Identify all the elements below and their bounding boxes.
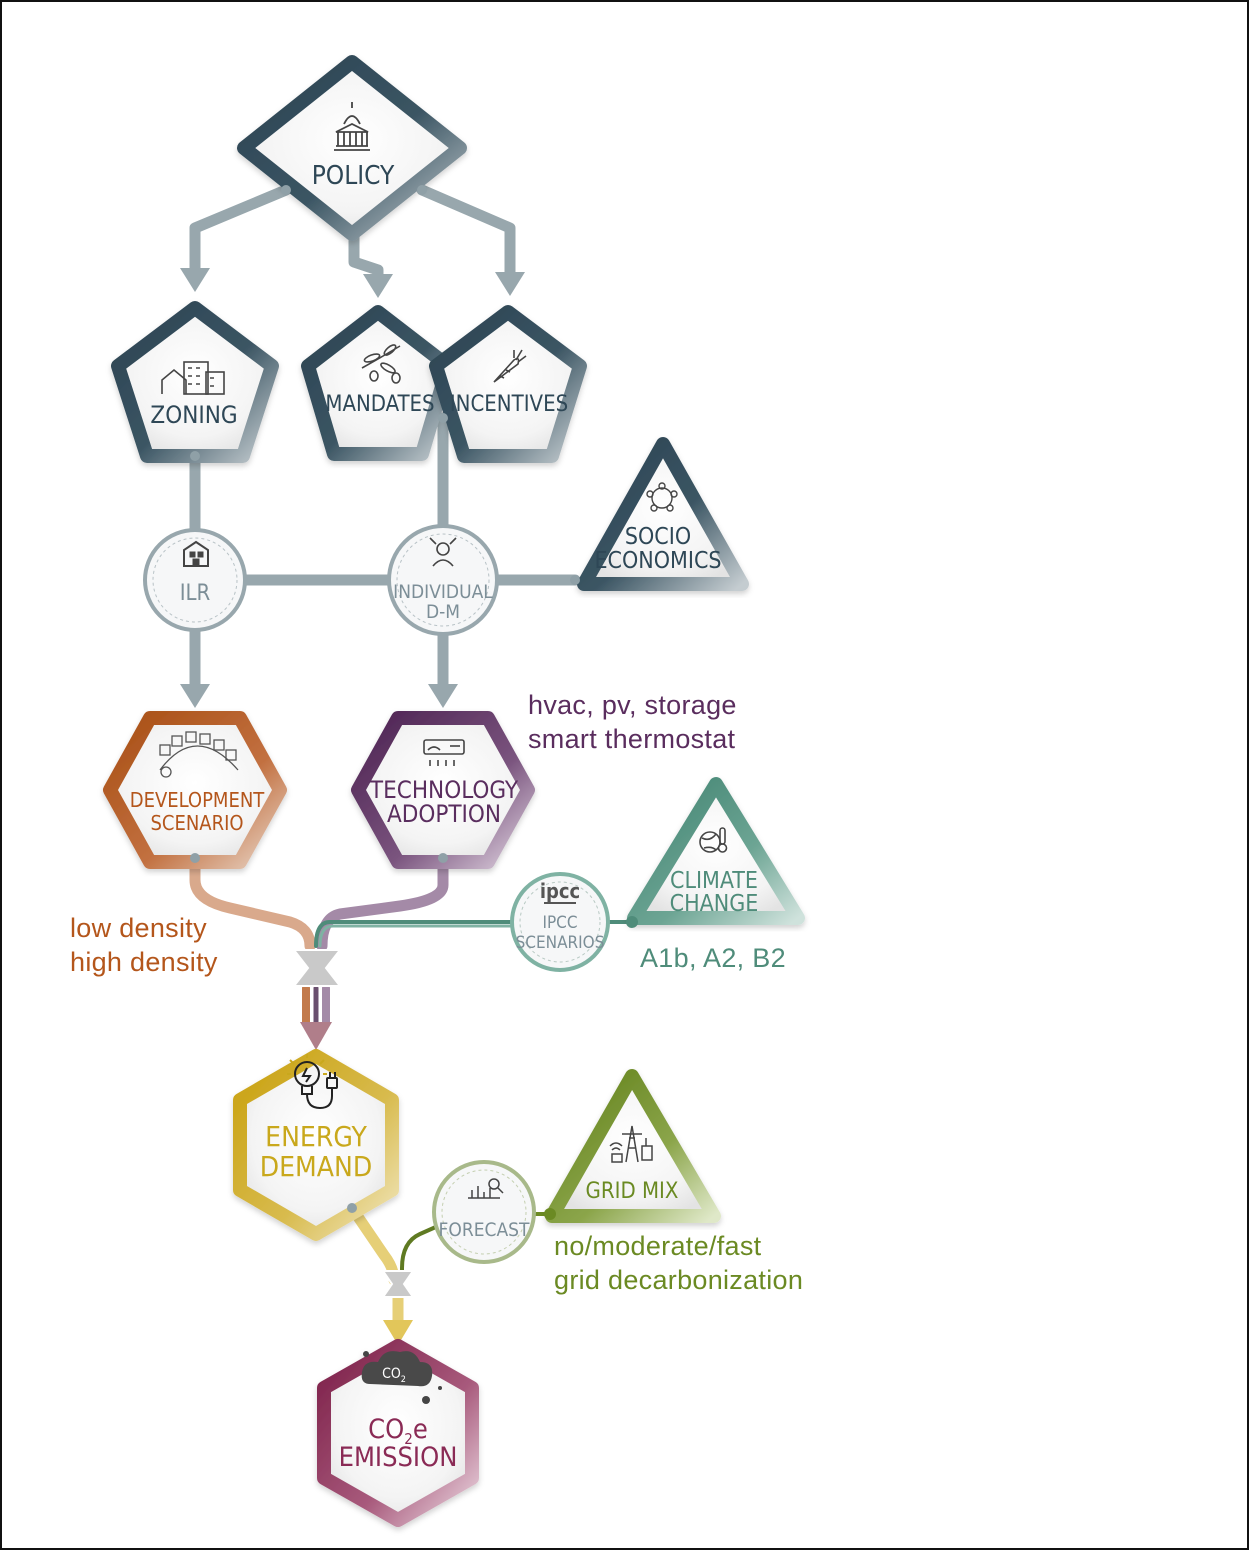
climate-connector-dot [626, 916, 638, 928]
buildings-icon [161, 361, 225, 395]
zoning-label: ZONING [150, 401, 237, 429]
technology-label-line2: ADOPTION [387, 800, 501, 828]
neighborhood-icon [159, 731, 239, 778]
technology-annotation-line1: hvac, pv, storage [528, 690, 737, 720]
grid-annotation-line1: no/moderate/fast [554, 1231, 762, 1261]
lightbulb-plug-icon [287, 1054, 338, 1110]
individual-label-line2: D-M [426, 601, 460, 623]
policy-to-zoning-arrow [189, 184, 292, 276]
technology-label-line1: TECHNOLOGY [369, 776, 519, 804]
technology-annotation-line2: smart thermostat [528, 724, 736, 754]
socio-label-line1: SOCIO [625, 524, 691, 550]
zoning-node: ZONING [111, 301, 279, 463]
ilr-node: ILR [143, 528, 247, 632]
co2-cloud-icon: CO2 [361, 1351, 442, 1404]
air-conditioner-icon [423, 739, 465, 766]
emission-label-line1: CO2e [368, 1414, 428, 1448]
forecast-node: FORECAST [432, 1160, 536, 1264]
forecast-label: FORECAST [439, 1219, 530, 1241]
climate-change-node: CLIMATE CHANGE [627, 777, 805, 925]
socio-economics-node: SOCIO ECONOMICS [577, 437, 749, 591]
co2e-emission-node: CO2 CO2e EMISSION [317, 1339, 479, 1527]
olive-branch-icon [361, 344, 401, 384]
development-scenario-node: DEVELOPMENT SCENARIO [103, 711, 287, 869]
individual-label-line1: INDIVIDUAL [393, 581, 493, 603]
incentives-label: INCENTIVES [450, 392, 568, 417]
energy-demand-node: ENERGY DEMAND [233, 1049, 399, 1241]
development-label-line1: DEVELOPMENT [130, 788, 266, 812]
climate-annotation: A1b, A2, B2 [640, 943, 786, 973]
chart-magnifier-icon [468, 1178, 504, 1199]
ipcc-logo-icon: ipcc [540, 879, 580, 903]
ilr-label: ILR [180, 581, 211, 606]
merge-valve-bottom [381, 1270, 415, 1298]
globe-thermometer-icon [699, 827, 728, 853]
development-annotation-line2: high density [70, 947, 218, 977]
person-icon [429, 537, 457, 567]
grid-mix-node: GRID MIX [545, 1069, 721, 1223]
development-annotation-line1: low density [70, 913, 207, 943]
energy-to-merge2-line [346, 1202, 400, 1286]
carrot-icon [493, 349, 527, 383]
policy-to-incentives-arrow [416, 184, 516, 280]
cloud-co-text: CO2 [382, 1366, 406, 1385]
development-label-line2: SCENARIO [150, 811, 243, 835]
connectors [180, 184, 634, 1345]
technology-to-merge-line [316, 854, 449, 952]
ipcc-label-line2: SCENARIOS [516, 933, 605, 953]
grid-annotation-line2: grid decarbonization [554, 1265, 803, 1295]
ipcc-label-line1: IPCC [542, 913, 577, 933]
individual-dm-node: INDIVIDUAL D-M [387, 524, 499, 636]
socio-label-line2: ECONOMICS [594, 548, 721, 574]
power-tower-icon [609, 1125, 653, 1163]
development-to-merge-line [189, 854, 316, 952]
merge-valve-top [291, 949, 343, 987]
climate-label-line1: CLIMATE [670, 868, 758, 894]
ipcc-to-merge-line [314, 920, 514, 948]
grid-label: GRID MIX [586, 1179, 679, 1204]
forecast-to-merge2-line [400, 1224, 440, 1282]
emission-co-text: CO [368, 1414, 404, 1445]
emission-label-line2: EMISSION [339, 1442, 458, 1473]
connector-dots [190, 185, 580, 1213]
people-network-icon [646, 482, 678, 512]
technology-adoption-node: TECHNOLOGY ADOPTION [351, 711, 535, 869]
grid-connector-dot [544, 1208, 556, 1220]
ipcc-scenarios-node: ipcc IPCC SCENARIOS [510, 872, 610, 972]
policy-node: POLICY [237, 55, 467, 241]
climate-label-line2: CHANGE [670, 891, 759, 917]
policy-label: POLICY [312, 161, 395, 191]
incentives-node: INCENTIVES [429, 305, 587, 463]
emission-e-text: e [413, 1414, 428, 1445]
house-icon [183, 540, 209, 567]
mandates-node: MANDATES [301, 305, 455, 461]
mandates-label: MANDATES [325, 392, 434, 417]
capitol-building-icon [334, 102, 370, 151]
energy-label-line2: DEMAND [260, 1150, 373, 1183]
policy-to-mandates-arrow [348, 222, 384, 282]
emission-sub-text: 2 [404, 1430, 413, 1448]
energy-label-line1: ENERGY [265, 1120, 367, 1153]
